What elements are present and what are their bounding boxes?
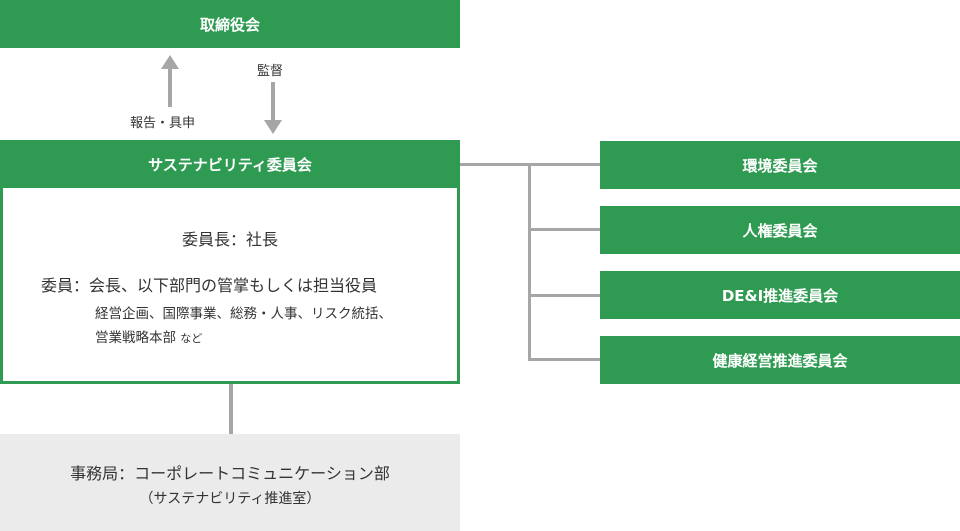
subcommittee-label: 環境委員会: [742, 156, 818, 175]
secretariat-line-1: 事務局：コーポレートコミュニケーション部: [70, 464, 390, 483]
report-arrow-icon: [161, 55, 179, 107]
subcommittee-label: DE&I推進委員会: [721, 286, 839, 305]
secretariat-connector: [229, 384, 233, 434]
members-label: 委員：: [41, 276, 90, 295]
subcommittee-label: 人権委員会: [742, 221, 818, 240]
subcommittee-dei: DE&I推進委員会: [600, 271, 960, 319]
board-label: 取締役会: [199, 15, 260, 34]
board-box: 取締役会: [0, 0, 460, 48]
depts-line-2-text: 営業戦略本部: [95, 330, 176, 346]
report-label: 報告・具申: [130, 116, 196, 131]
committee-title: サステナビリティ委員会: [148, 155, 312, 174]
tree-branch-3: [528, 294, 600, 297]
secretariat-line-2: （サステナビリティ推進室）: [139, 491, 321, 507]
subcommittee-human-rights: 人権委員会: [600, 206, 960, 254]
tree-branch-4: [528, 358, 600, 361]
subcommittee-health: 健康経営推進委員会: [600, 336, 960, 384]
depts-line-1: 経営企画、国際事業、総務・人事、リスク統括、: [95, 306, 392, 322]
committee-members: 委員：会長、以下部門の管掌もしくは担当役員: [41, 272, 377, 296]
tree-vertical: [528, 163, 531, 361]
committee-header: サステナビリティ委員会: [0, 140, 460, 188]
committee-chair: 委員長：社長: [181, 230, 278, 249]
depts-line-2: 営業戦略本部 など: [95, 326, 202, 346]
tree-branch-2: [528, 228, 600, 231]
depts-suffix: など: [180, 332, 203, 345]
secretariat-box: 事務局：コーポレートコミュニケーション部 （サステナビリティ推進室）: [0, 434, 460, 531]
committee-panel: 委員長：社長 委員：会長、以下部門の管掌もしくは担当役員 経営企画、国際事業、総…: [0, 188, 460, 384]
supervise-arrow-icon: [264, 82, 282, 134]
subcommittee-environment: 環境委員会: [600, 141, 960, 189]
subcommittee-label: 健康経営推進委員会: [712, 351, 848, 370]
supervise-label: 監督: [257, 64, 284, 79]
members-text: 会長、以下部門の管掌もしくは担当役員: [89, 276, 378, 295]
